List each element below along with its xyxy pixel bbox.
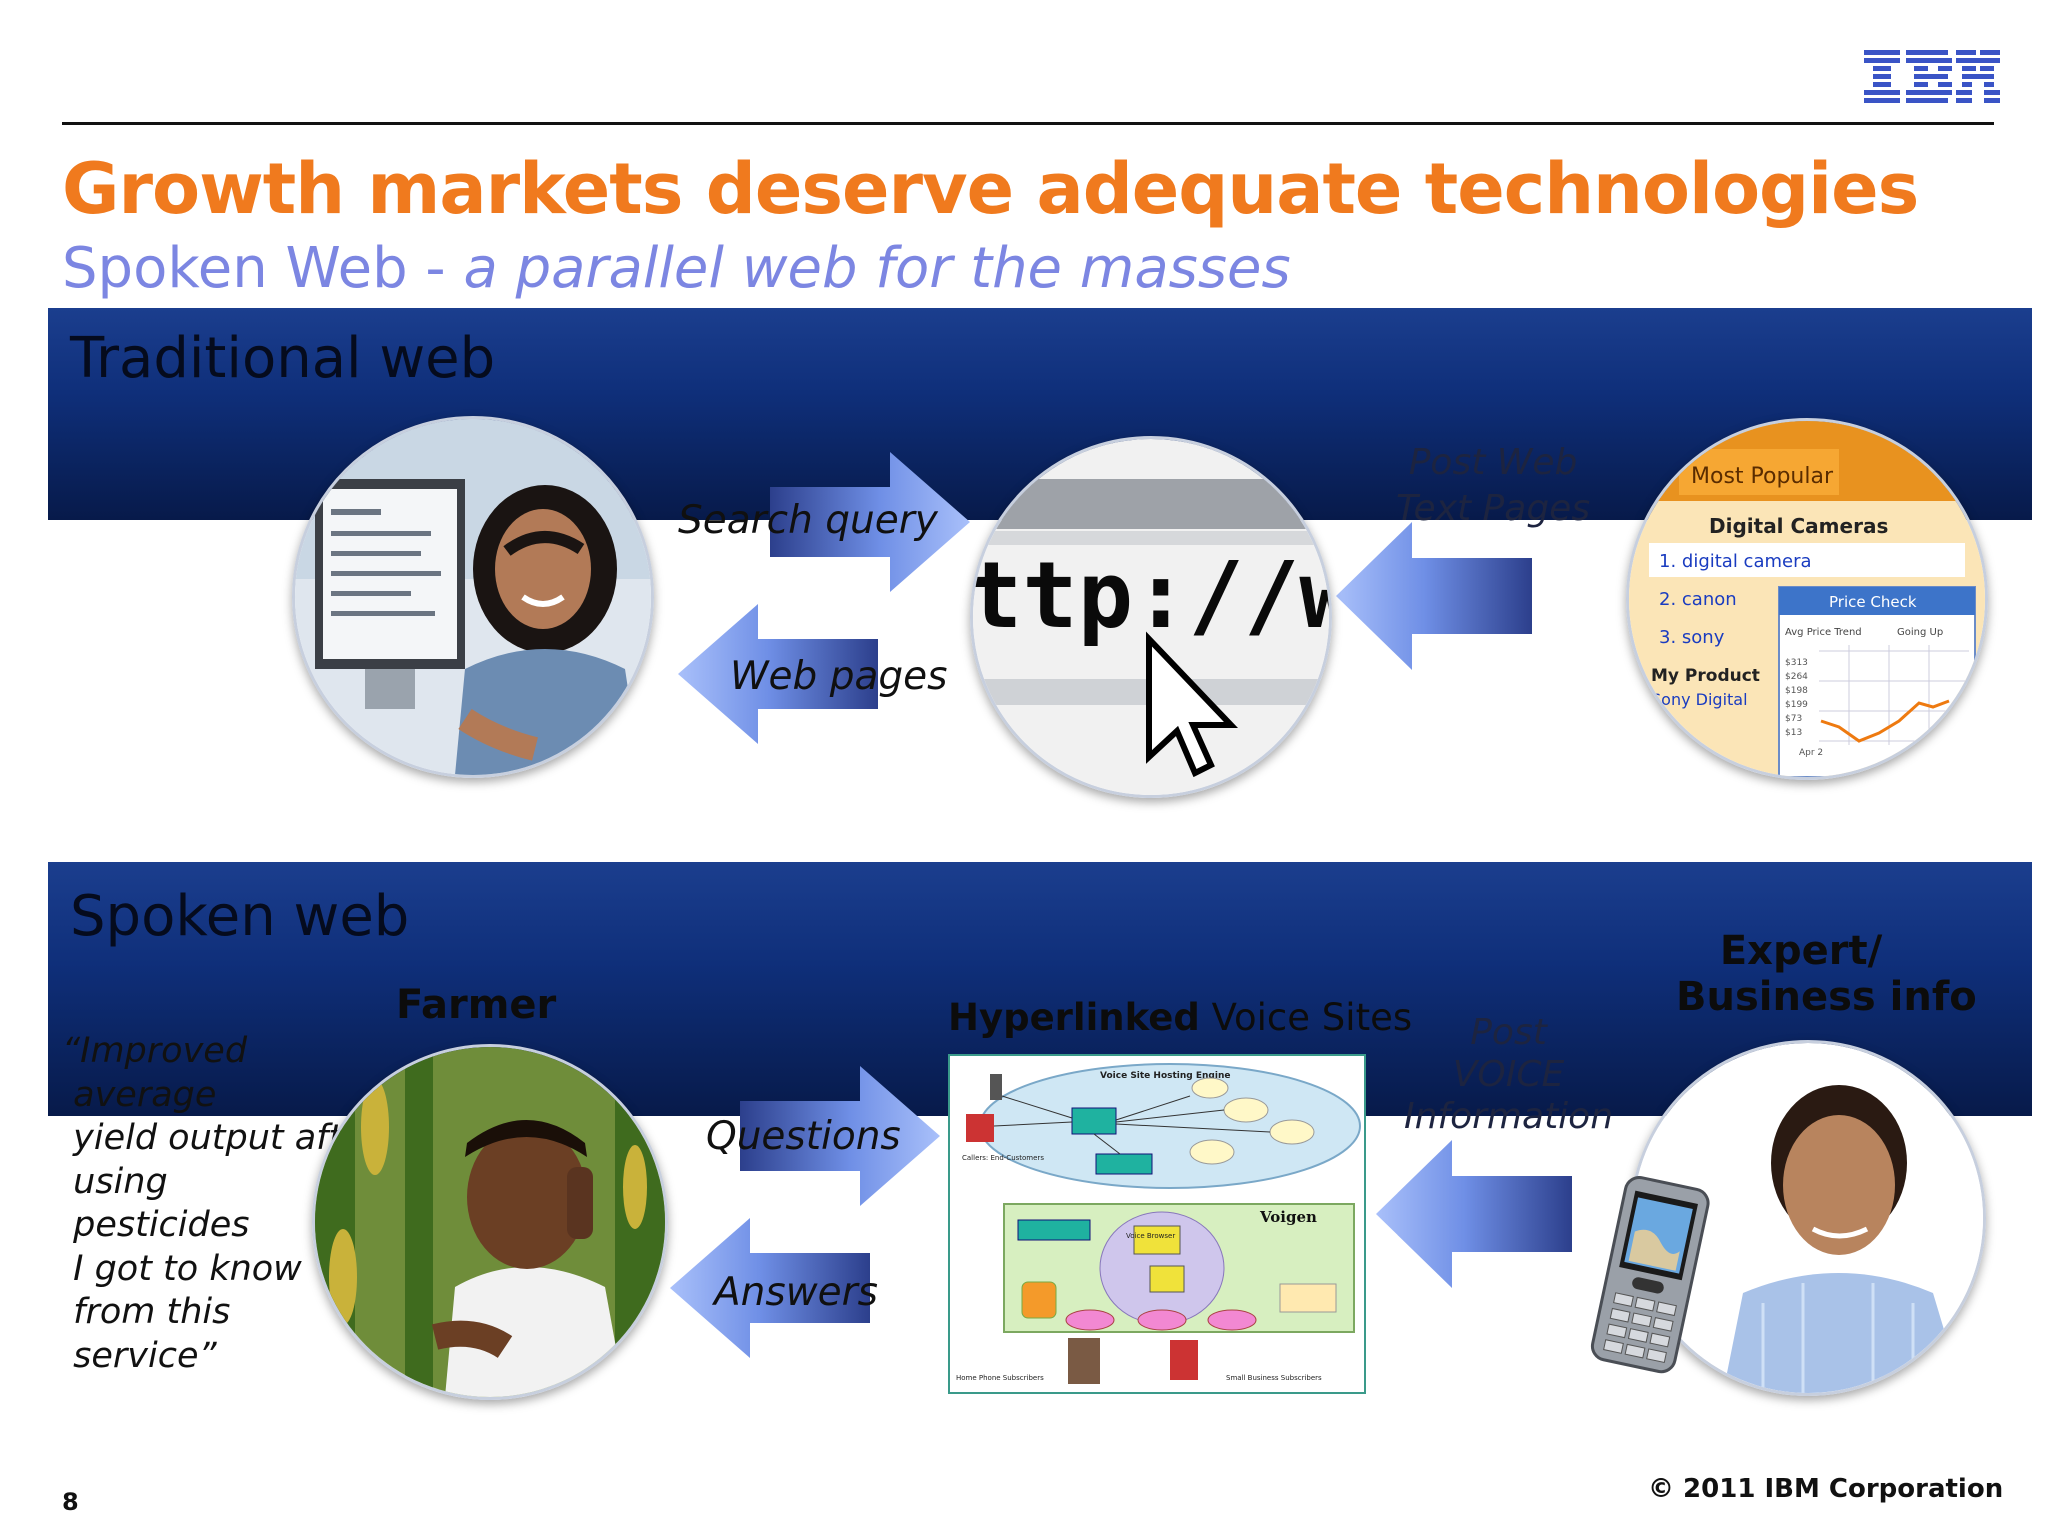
voice-sites-diagram: Voice Site Hosting Engine Callers: End-C…	[948, 1054, 1366, 1394]
search-query-arrow	[770, 452, 970, 592]
diagram-voice-browser: Voice Browser	[1126, 1232, 1175, 1240]
subtitle-plain: Spoken Web -	[62, 236, 446, 301]
diagram-engine: Voice Site Hosting Engine	[1100, 1071, 1230, 1081]
site-header: Most Popular	[1691, 464, 1834, 489]
voice-sites-rest: Voice Sites	[1199, 996, 1413, 1039]
price-col1: Avg Price Trend	[1785, 627, 1862, 638]
price-5: $73	[1785, 714, 1802, 724]
price-2: $264	[1785, 672, 1808, 682]
post-voice-line2: VOICE	[1452, 1054, 1565, 1095]
price-check-title: Price Check	[1829, 593, 1917, 611]
price-col2: Going Up	[1897, 627, 1943, 638]
search-query-label: Search query	[678, 498, 938, 543]
farmer-quote: “Improved average yield output after usi…	[62, 1031, 378, 1376]
post-web-line1: Post Web	[1408, 442, 1578, 483]
user-computer-photo	[292, 416, 654, 778]
traditional-web-label: Traditional web	[70, 326, 496, 391]
price-1: $313	[1785, 658, 1808, 668]
expert-label: Expert/ Business info	[1676, 928, 1977, 1020]
site-item-3[interactable]: 3. sony	[1659, 627, 1725, 648]
site-item-2[interactable]: 2. canon	[1659, 589, 1737, 610]
answers-arrow	[670, 1218, 870, 1358]
copyright: © 2011 IBM Corporation	[1648, 1474, 2004, 1504]
page-number: 8	[62, 1488, 79, 1516]
site-product-sub: Sony Digital	[1651, 690, 1748, 709]
price-6: $13	[1785, 728, 1802, 738]
slide-subtitle: Spoken Web - a parallel web for the mass…	[62, 236, 1291, 301]
post-web-arrow	[1336, 522, 1532, 670]
slide-title: Growth markets deserve adequate technolo…	[62, 148, 1919, 230]
post-voice-label: Post VOICE Information	[1404, 1012, 1613, 1138]
spoken-web-label: Spoken web	[70, 884, 410, 949]
farmer-label: Farmer	[396, 982, 557, 1028]
post-voice-arrow	[1376, 1140, 1572, 1288]
web-pages-arrow	[678, 604, 878, 744]
questions-arrow	[740, 1066, 940, 1206]
post-voice-line3: Information	[1404, 1096, 1614, 1137]
price-3: $198	[1785, 686, 1808, 696]
expert-line2: Business info	[1676, 974, 1977, 1020]
post-voice-line1: Post	[1470, 1012, 1547, 1053]
header-rule	[62, 122, 1994, 125]
site-subheader: Digital Cameras	[1709, 514, 1888, 538]
price-4: $199	[1785, 700, 1808, 710]
site-product: My Product	[1651, 666, 1760, 686]
post-web-label: Post Web Text Pages	[1396, 440, 1590, 532]
diagram-business-subscribers: Small Business Subscribers	[1226, 1374, 1322, 1382]
post-web-line2: Text Pages	[1396, 488, 1591, 529]
questions-label: Questions	[706, 1114, 901, 1159]
web-pages-label: Web pages	[730, 654, 948, 699]
url-text: ttp://www	[973, 542, 1329, 649]
mobile-phone-icon	[1590, 1176, 1710, 1374]
price-date: Apr 2	[1799, 748, 1823, 758]
site-item-1[interactable]: 1. digital camera	[1659, 551, 1812, 572]
shopping-site-photo: Most Popular Digital Cameras 1. digital …	[1626, 418, 1988, 780]
diagram-voigen: Voigen	[1259, 1208, 1317, 1226]
farmer-photo	[312, 1044, 668, 1400]
subtitle-italic: a parallel web for the masses	[463, 236, 1291, 301]
expert-line1: Expert/	[1719, 928, 1883, 974]
ibm-logo	[1864, 50, 2000, 103]
diagram-callers: Callers: End-Customers	[962, 1154, 1044, 1162]
diagram-phone-subscribers: Home Phone Subscribers	[956, 1374, 1044, 1382]
voice-sites-title: Hyperlinked Voice Sites	[948, 996, 1412, 1039]
url-bar-photo: ttp://www	[970, 436, 1332, 798]
answers-label: Answers	[714, 1270, 878, 1315]
voice-sites-bold: Hyperlinked	[948, 996, 1200, 1039]
